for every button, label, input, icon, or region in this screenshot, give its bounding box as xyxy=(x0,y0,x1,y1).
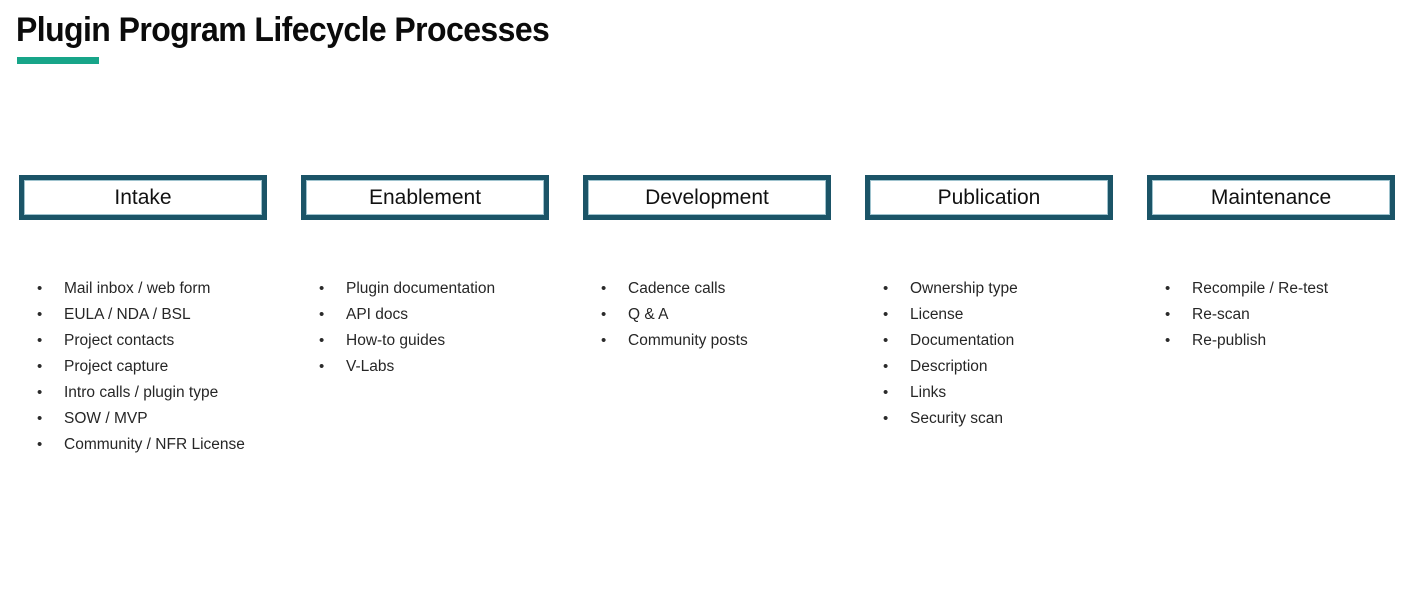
bullet-dot-icon: • xyxy=(37,280,43,297)
phase-title: Intake xyxy=(114,186,172,209)
bullet-dot-icon: • xyxy=(37,358,43,375)
bullet-dot-icon: • xyxy=(37,332,43,349)
list-item: • How-to guides xyxy=(315,330,615,356)
bullet-dot-icon: • xyxy=(883,384,889,401)
list-item-label: Documentation xyxy=(910,332,1015,349)
bullet-dot-icon: • xyxy=(883,410,889,427)
bullet-dot-icon: • xyxy=(883,306,889,323)
phase-header-box-enablement[interactable]: Enablement xyxy=(301,175,549,220)
phase-header-box-publication[interactable]: Publication xyxy=(865,175,1113,220)
bullet-dot-icon: • xyxy=(37,410,43,427)
phase-title: Development xyxy=(645,186,769,209)
bullet-dot-icon: • xyxy=(37,306,43,323)
list-item: • Project contacts xyxy=(33,330,333,356)
list-item-label: Mail inbox / web form xyxy=(64,280,211,297)
list-item-label: V-Labs xyxy=(346,358,395,375)
bullet-dot-icon: • xyxy=(1165,306,1171,323)
list-item: • Plugin documentation xyxy=(315,278,615,304)
bullet-dot-icon: • xyxy=(319,306,325,323)
phase-header-box-maintenance[interactable]: Maintenance xyxy=(1147,175,1395,220)
list-item: • Security scan xyxy=(879,408,1179,434)
list-item: • Ownership type xyxy=(879,278,1179,304)
list-item: • SOW / MVP xyxy=(33,408,333,434)
list-item: • Documentation xyxy=(879,330,1179,356)
list-item-label: Ownership type xyxy=(910,280,1018,297)
list-item-label: Community / NFR License xyxy=(64,436,245,453)
phase-bullet-list: • Recompile / Re-test • Re-scan • Re-publish xyxy=(1161,278,1427,356)
list-item: • Mail inbox / web form xyxy=(33,278,333,304)
list-item-label: Re-publish xyxy=(1192,332,1267,349)
phase-header-box-intake[interactable]: Intake xyxy=(19,175,267,220)
list-item: • Community posts xyxy=(597,330,897,356)
phase-header-box-inner: Development xyxy=(588,180,826,215)
phase-title: Enablement xyxy=(368,186,482,209)
bullet-dot-icon: • xyxy=(601,306,607,323)
list-item: • Cadence calls xyxy=(597,278,897,304)
bullet-dot-icon: • xyxy=(883,332,889,349)
phase-bullet-list: • Cadence calls • Q & A • Community posts xyxy=(597,278,897,356)
list-item: • Description xyxy=(879,356,1179,382)
list-item-label: Q & A xyxy=(628,306,669,323)
list-item: • License xyxy=(879,304,1179,330)
bullet-dot-icon: • xyxy=(37,436,43,453)
list-item-label: License xyxy=(910,306,964,323)
list-item-label: Community posts xyxy=(628,332,748,349)
list-item: • Links xyxy=(879,382,1179,408)
list-item: • Intro calls / plugin type xyxy=(33,382,333,408)
bullet-dot-icon: • xyxy=(883,280,889,297)
bullet-dot-icon: • xyxy=(319,332,325,349)
list-item: • Recompile / Re-test xyxy=(1161,278,1427,304)
list-item: • Re-publish xyxy=(1161,330,1427,356)
list-item-label: Links xyxy=(910,384,947,401)
phase-bullet-list: • Plugin documentation • API docs • How-to gu… xyxy=(315,278,615,382)
list-item: • API docs xyxy=(315,304,615,330)
bullet-dot-icon: • xyxy=(601,332,607,349)
bullet-dot-icon: • xyxy=(1165,280,1171,297)
phase-header-box-development[interactable]: Development xyxy=(583,175,831,220)
list-item: • Q & A xyxy=(597,304,897,330)
list-item-label: Description xyxy=(910,358,988,375)
phase-header-box-inner: Publication xyxy=(870,180,1108,215)
list-item-label: How-to guides xyxy=(346,332,446,349)
phase-header-box-inner: Maintenance xyxy=(1152,180,1390,215)
list-item-label: Cadence calls xyxy=(628,280,726,297)
title-accent-rule xyxy=(17,57,99,64)
phase-title: Maintenance xyxy=(1210,186,1332,209)
bullet-dot-icon: • xyxy=(319,280,325,297)
list-item-label: API docs xyxy=(346,306,409,323)
list-item: • Re-scan xyxy=(1161,304,1427,330)
phase-bullet-list: • Ownership type • License • Documentation • De… xyxy=(879,278,1179,434)
list-item: • V-Labs xyxy=(315,356,615,382)
bullet-dot-icon: • xyxy=(883,358,889,375)
phase-title: Publication xyxy=(937,186,1041,209)
list-item-label: SOW / MVP xyxy=(64,410,148,427)
bullet-dot-icon: • xyxy=(319,358,325,375)
list-item-label: Recompile / Re-test xyxy=(1192,280,1329,297)
bullet-dot-icon: • xyxy=(601,280,607,297)
list-item-label: Security scan xyxy=(910,410,1004,427)
list-item-label: Project contacts xyxy=(64,332,175,349)
list-item-label: Intro calls / plugin type xyxy=(64,384,219,401)
list-item: • Community / NFR License xyxy=(33,434,333,460)
list-item-label: Re-scan xyxy=(1192,306,1250,323)
page-title: Plugin Program Lifecycle Processes xyxy=(16,11,550,49)
list-item-label: EULA / NDA / BSL xyxy=(64,306,191,323)
phase-header-box-inner: Enablement xyxy=(306,180,544,215)
list-item: • Project capture xyxy=(33,356,333,382)
list-item-label: Plugin documentation xyxy=(346,280,496,297)
bullet-dot-icon: • xyxy=(1165,332,1171,349)
phase-header-box-inner: Intake xyxy=(24,180,262,215)
list-item: • EULA / NDA / BSL xyxy=(33,304,333,330)
list-item-label: Project capture xyxy=(64,358,169,375)
bullet-dot-icon: • xyxy=(37,384,43,401)
phase-bullet-list: •Mail inbox / web form•EULA / NDA / BSL•… xyxy=(33,278,333,460)
